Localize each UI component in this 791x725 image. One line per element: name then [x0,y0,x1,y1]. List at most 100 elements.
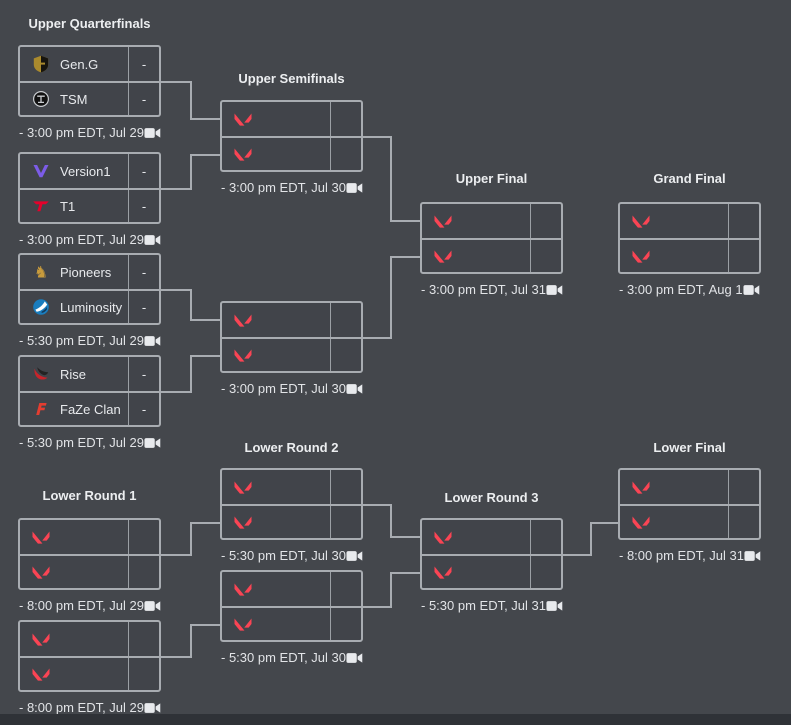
video-camera-icon[interactable] [144,335,161,347]
video-camera-icon[interactable] [144,234,161,246]
team-row-tbd [222,606,361,640]
score-cell [128,622,159,656]
team-row-luminosity[interactable]: Luminosity- [20,289,159,323]
video-camera-icon[interactable] [346,652,363,664]
video-camera-icon[interactable] [144,600,161,612]
match-time-text: - 3:00 pm EDT, Aug 1 [619,282,743,297]
match-time-text: - 3:00 pm EDT, Jul 30 [221,180,346,195]
geng-logo [30,55,51,73]
round-label-lower-final: Lower Final [653,440,726,455]
match-uqf2: Version1- T1 - [18,152,161,224]
team-name[interactable]: Luminosity [60,299,123,315]
version1-logo [30,162,51,180]
bracket-connector [190,624,220,626]
team-row-faze-clan[interactable]: FaZe Clan- [20,391,159,425]
match-time-usf2: - 3:00 pm EDT, Jul 30 [220,380,363,397]
match-time-lr2b: - 5:30 pm EDT, Jul 30 [220,649,363,666]
pioneers-logo: ♞ [30,263,51,281]
team-row-tbd [620,470,759,504]
valorant-icon [432,563,453,581]
team-name[interactable]: T1 [60,198,76,214]
score-cell [530,240,561,272]
team-row-tbd [222,572,361,606]
match-time-uqf2: - 3:00 pm EDT, Jul 29 [18,231,161,248]
team-row-tbd [222,303,361,337]
score-cell [330,470,361,504]
valorant-icon [630,513,651,531]
match-lr1a [18,518,161,590]
round-label-lower-round-2: Lower Round 2 [244,440,339,455]
match-lr1b [18,620,161,692]
match-time-text: - 3:00 pm EDT, Jul 31 [421,282,546,297]
bracket-connector [390,220,420,222]
match-time-text: - 3:00 pm EDT, Jul 30 [221,381,346,396]
faze-logo [30,400,51,418]
video-camera-icon[interactable] [546,284,563,296]
team-row-tbd [222,102,361,136]
bracket-connector [161,656,192,658]
video-camera-icon[interactable] [144,437,161,449]
team-row-version1[interactable]: Version1- [20,154,159,188]
score-cell [330,608,361,640]
valorant-icon [630,247,651,265]
match-time-uqf1: - 3:00 pm EDT, Jul 29 [18,124,161,141]
valorant-icon [232,311,253,329]
video-camera-icon[interactable] [346,550,363,562]
team-row-tbd [20,520,159,554]
match-time-uqf4: - 5:30 pm EDT, Jul 29 [18,434,161,451]
bracket-connector [161,81,192,83]
bracket-connector [390,256,392,339]
score-cell [128,658,159,690]
bracket-connector [390,136,392,222]
team-name[interactable]: Gen.G [60,56,99,72]
valorant-icon [432,528,453,546]
match-time-uqf3: - 5:30 pm EDT, Jul 29 [18,332,161,349]
valorant-icon [232,110,253,128]
team-name[interactable]: Version1 [60,163,111,179]
valorant-icon [232,145,253,163]
match-time-text: - 5:30 pm EDT, Jul 31 [421,598,546,613]
bracket-connector [390,504,392,538]
team-name[interactable]: TSM [60,91,88,107]
match-time-text: - 5:30 pm EDT, Jul 30 [221,650,346,665]
score-cell [530,520,561,554]
bracket-connector [363,606,392,608]
team-name[interactable]: Rise [60,366,87,382]
score-cell [728,204,759,238]
video-camera-icon[interactable] [346,182,363,194]
valorant-icon [30,665,51,683]
team-row-tsm[interactable]: TSM - [20,81,159,115]
score-cell [530,204,561,238]
team-row-tbd [620,204,759,238]
valorant-icon [232,346,253,364]
valorant-icon [630,212,651,230]
match-uqf3: ♞Pioneers-Luminosity- [18,253,161,325]
match-time-lr1a: - 8:00 pm EDT, Jul 29 [18,597,161,614]
video-camera-icon[interactable] [743,284,760,296]
video-camera-icon[interactable] [546,600,563,612]
match-lf [618,468,761,540]
score-cell: - [128,83,159,115]
bracket-connector [190,624,192,658]
score-cell [330,339,361,371]
team-name[interactable]: Pioneers [60,264,112,280]
team-row-gen-g[interactable]: Gen.G- [20,47,159,81]
video-camera-icon[interactable] [144,127,161,139]
video-camera-icon[interactable] [144,702,161,714]
bracket-connector [363,337,392,339]
match-uqf1: Gen.G- TSM - [18,45,161,117]
bracket-connector [161,554,192,556]
score-cell: - [128,190,159,222]
video-camera-icon[interactable] [744,550,761,562]
team-row-t1[interactable]: T1 - [20,188,159,222]
match-time-uf: - 3:00 pm EDT, Jul 31 [420,281,563,298]
video-camera-icon[interactable] [346,383,363,395]
team-row-pioneers[interactable]: ♞Pioneers- [20,255,159,289]
match-time-text: - 5:30 pm EDT, Jul 29 [19,435,144,450]
luminosity-logo [30,298,51,316]
team-name[interactable]: FaZe Clan [60,401,121,417]
valorant-icon [232,513,253,531]
bracket-connector [190,319,220,321]
team-row-rise[interactable]: Rise- [20,357,159,391]
